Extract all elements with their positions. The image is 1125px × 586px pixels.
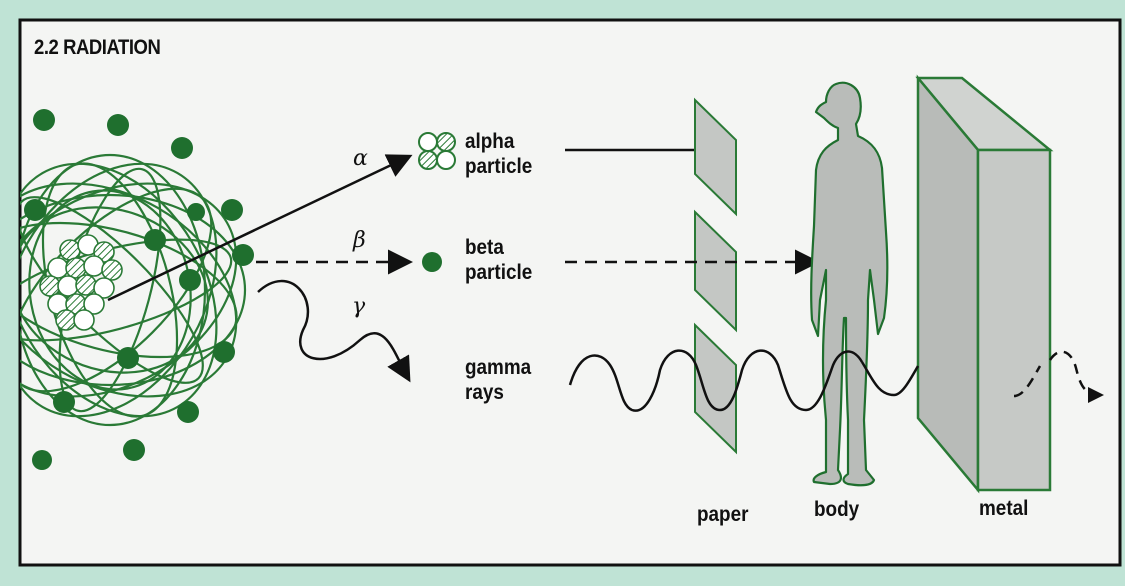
alpha-symbol: α [353, 146, 368, 171]
body-label: body [814, 498, 859, 522]
diagram-title: 2.2 RADIATION [34, 36, 160, 60]
beta-symbol: β [353, 228, 366, 253]
beta-label-line2: particle [465, 261, 532, 285]
alpha-label-line1: alpha [465, 130, 514, 154]
beta-label-line1: beta [465, 236, 504, 260]
paper-sheet-icon [695, 100, 736, 452]
paper-label: paper [697, 503, 748, 527]
gamma-label-line2: rays [465, 381, 504, 405]
gamma-symbol: γ [352, 294, 365, 319]
gamma-label-line1: gamma [465, 356, 531, 380]
beta-particle-icon [422, 252, 442, 272]
alpha-label-line2: particle [465, 155, 532, 179]
metal-label: metal [979, 497, 1028, 521]
metal-block-icon [918, 78, 1050, 490]
